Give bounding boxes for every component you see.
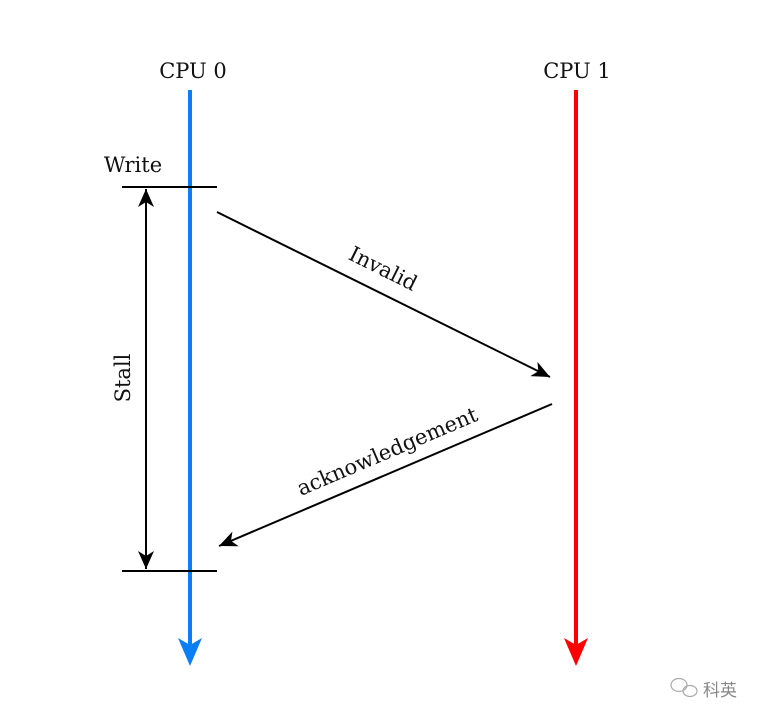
stall-label: Stall (111, 353, 135, 402)
write-label: Write (104, 153, 162, 177)
acknowledgement-arrow (218, 403, 553, 547)
watermark-text: 科英 (703, 681, 737, 701)
invalid-label: Invalid (345, 242, 421, 296)
cpu1-label: CPU 1 (543, 59, 611, 83)
invalid-arrow (216, 211, 551, 378)
cpu0-timeline (178, 90, 202, 666)
wechat-icon (670, 677, 698, 698)
acknowledgement-label: acknowledgement (293, 402, 481, 500)
cpu0-label: CPU 0 (159, 59, 227, 83)
cpu1-timeline (564, 90, 588, 666)
